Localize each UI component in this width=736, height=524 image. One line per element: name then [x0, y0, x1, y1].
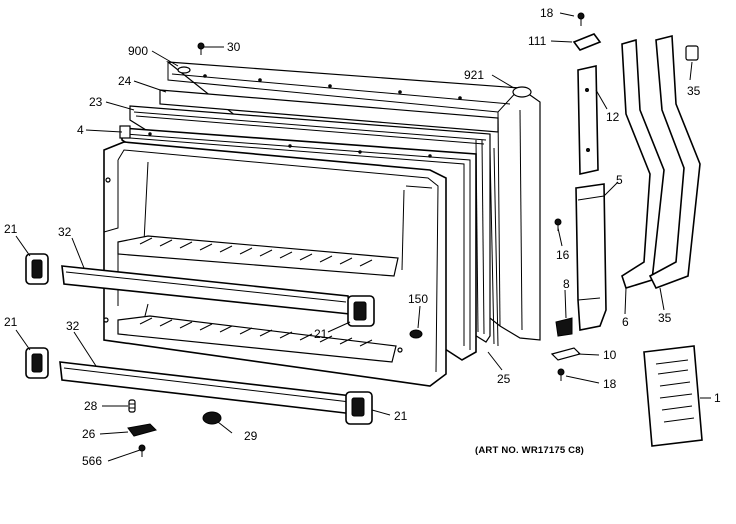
screw-30: [197, 42, 205, 55]
callout-24: 24: [118, 74, 132, 88]
callout-26: 26: [82, 427, 96, 441]
screw-18-top: [577, 12, 585, 26]
callout-6: 6: [622, 315, 629, 329]
callout-8: 8: [563, 277, 570, 291]
callout-10: 10: [603, 348, 617, 362]
callout-150: 150: [408, 292, 428, 306]
callout-21-right-lower: 21: [394, 409, 408, 423]
inner-door-liner: [103, 141, 447, 387]
callout-1: 1: [714, 391, 721, 405]
seal-25: [489, 147, 499, 347]
screw-18-bottom: [557, 368, 565, 381]
callout-30: 30: [227, 40, 241, 54]
instruction-booklet-1: [643, 345, 703, 447]
callout-35-top: 35: [687, 84, 701, 98]
bracket-26: [127, 423, 157, 437]
callout-23: 23: [89, 95, 103, 109]
callout-25: 25: [497, 372, 511, 386]
callout-29: 29: [244, 429, 258, 443]
callout-32-lower: 32: [66, 319, 80, 333]
handle-cover-12: [577, 65, 599, 175]
callout-111: 111: [528, 34, 547, 48]
stop-150: [409, 329, 423, 339]
clip-8: [555, 317, 573, 337]
roller-29: [202, 411, 222, 425]
callout-12: 12: [606, 110, 620, 124]
screw-28: [128, 399, 136, 413]
callout-21-right-upper: 21: [314, 327, 328, 341]
callout-921: 921: [464, 68, 484, 82]
end-cap-left-lower: [25, 347, 49, 379]
callout-21-left-lower: 21: [4, 315, 18, 329]
callout-18-top: 18: [540, 6, 554, 20]
callout-32-upper: 32: [58, 225, 72, 239]
callout-35-bottom: 35: [658, 311, 672, 325]
end-cap-right-lower: [345, 391, 373, 425]
callout-28: 28: [84, 399, 98, 413]
callout-4: 4: [77, 123, 84, 137]
callout-18-bottom: 18: [603, 377, 617, 391]
callout-5: 5: [616, 173, 623, 187]
bracket-10: [550, 347, 582, 361]
callout-566: 566: [82, 454, 102, 468]
callout-labels: 900 30 24 23 4 921 18 111 35 12 5 16 8 6…: [4, 6, 721, 468]
plug-921: [512, 86, 532, 98]
handle-35: [648, 34, 701, 290]
handle-6: [621, 38, 665, 289]
screw-566: [138, 444, 146, 457]
leader-lines: [15, 12, 711, 462]
art-number: (ART NO. WR17175 C8): [475, 445, 584, 456]
callout-900: 900: [128, 44, 148, 58]
callout-16: 16: [556, 248, 570, 262]
end-cap-left-upper: [25, 253, 49, 285]
hinge-111: [572, 33, 602, 51]
callout-21-left-upper: 21: [4, 222, 18, 236]
end-cap-right-upper: [347, 295, 375, 327]
handle-mount-5: [575, 183, 607, 331]
